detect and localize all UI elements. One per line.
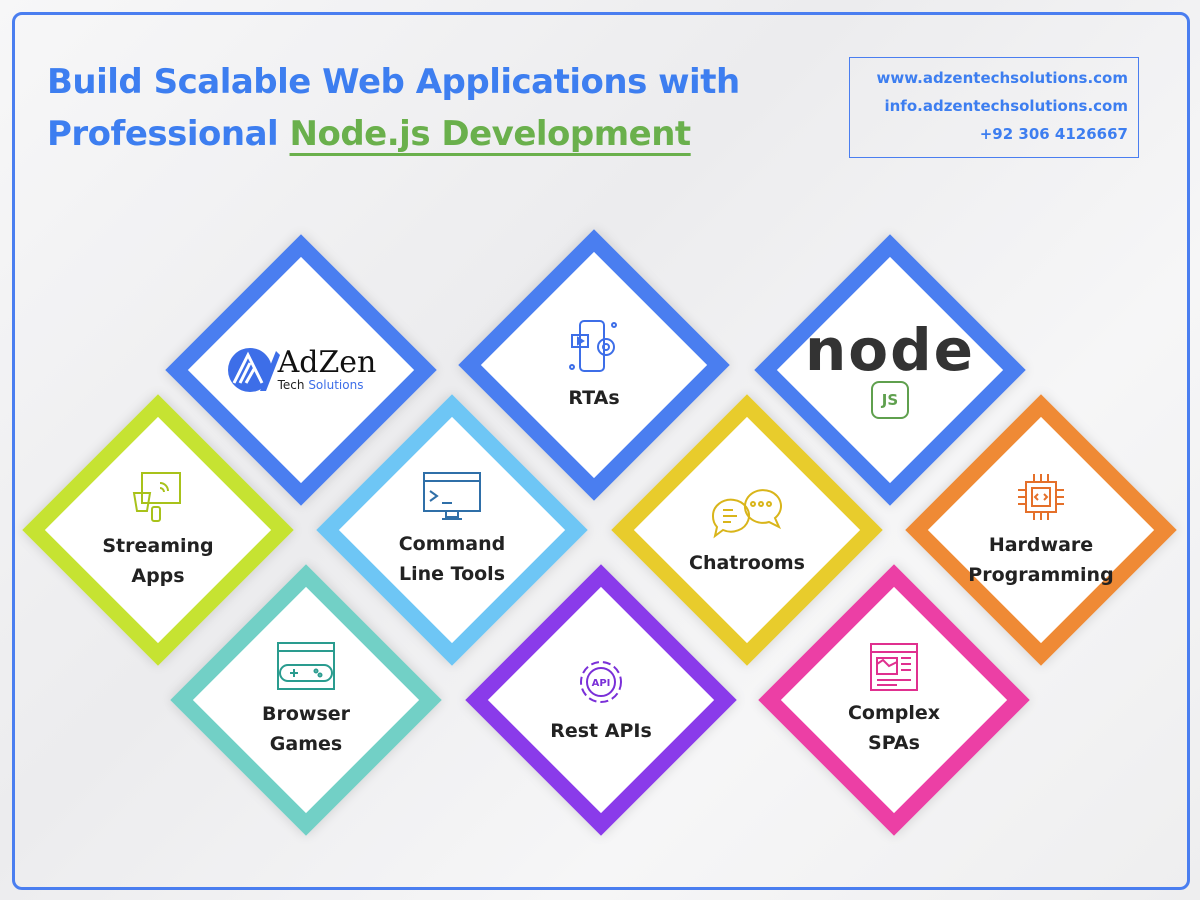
phone-number: +92 306 4126667 — [979, 125, 1128, 143]
item-label-line1: Complex — [847, 702, 941, 724]
page-title: Build Scalable Web Applications with Pro… — [47, 56, 740, 160]
title-line-2: Professional Node.js Development — [47, 108, 740, 160]
item-label: Chatrooms — [689, 552, 805, 574]
item-label-line1: Streaming — [102, 535, 214, 557]
svg-text:API: API — [592, 678, 611, 689]
page-frame — [12, 12, 1190, 890]
website-link[interactable]: www.adzentechsolutions.com — [876, 69, 1128, 87]
mobile-settings-icon — [566, 317, 622, 377]
web-layout-icon — [869, 642, 919, 692]
email-link[interactable]: info.adzentechsolutions.com — [884, 97, 1128, 115]
item-label: RTAs — [568, 387, 620, 409]
item-label-line1: Browser — [261, 703, 351, 725]
contact-box: www.adzentechsolutions.com info.adzentec… — [849, 57, 1139, 158]
api-gear-icon: API — [573, 654, 629, 710]
gamepad-icon — [276, 641, 336, 693]
node-wordmark: node — [805, 316, 975, 384]
item-label-line2: Apps — [131, 565, 185, 587]
title-line-1: Build Scalable Web Applications with — [47, 62, 740, 102]
adzen-logo: AdZen Tech Solutions — [191, 290, 411, 450]
logo-name: AdZen — [277, 345, 377, 380]
item-label-line1: Hardware — [988, 534, 1094, 556]
item-label-line1: Command — [398, 533, 506, 555]
item-label-line2: Programming — [968, 564, 1114, 586]
item-label-line2: Games — [269, 733, 343, 755]
tv-popcorn-icon — [130, 469, 186, 525]
logo-tagline-tech: Tech — [277, 378, 305, 392]
terminal-icon — [422, 471, 482, 523]
logo-tagline-solutions: Solutions — [308, 378, 364, 392]
adzen-logo-icon — [227, 348, 280, 392]
title-professional: Professional — [47, 114, 279, 154]
title-nodejs: Node.js Development — [289, 114, 692, 154]
chat-bubbles-icon — [709, 482, 785, 542]
js-badge: JS — [871, 381, 909, 419]
item-label-line2: SPAs — [868, 732, 920, 754]
chip-icon — [1014, 470, 1068, 524]
item-label: Rest APIs — [550, 720, 652, 742]
nodejs-logo: node JS — [780, 290, 1000, 450]
item-label-line2: Line Tools — [398, 563, 505, 585]
